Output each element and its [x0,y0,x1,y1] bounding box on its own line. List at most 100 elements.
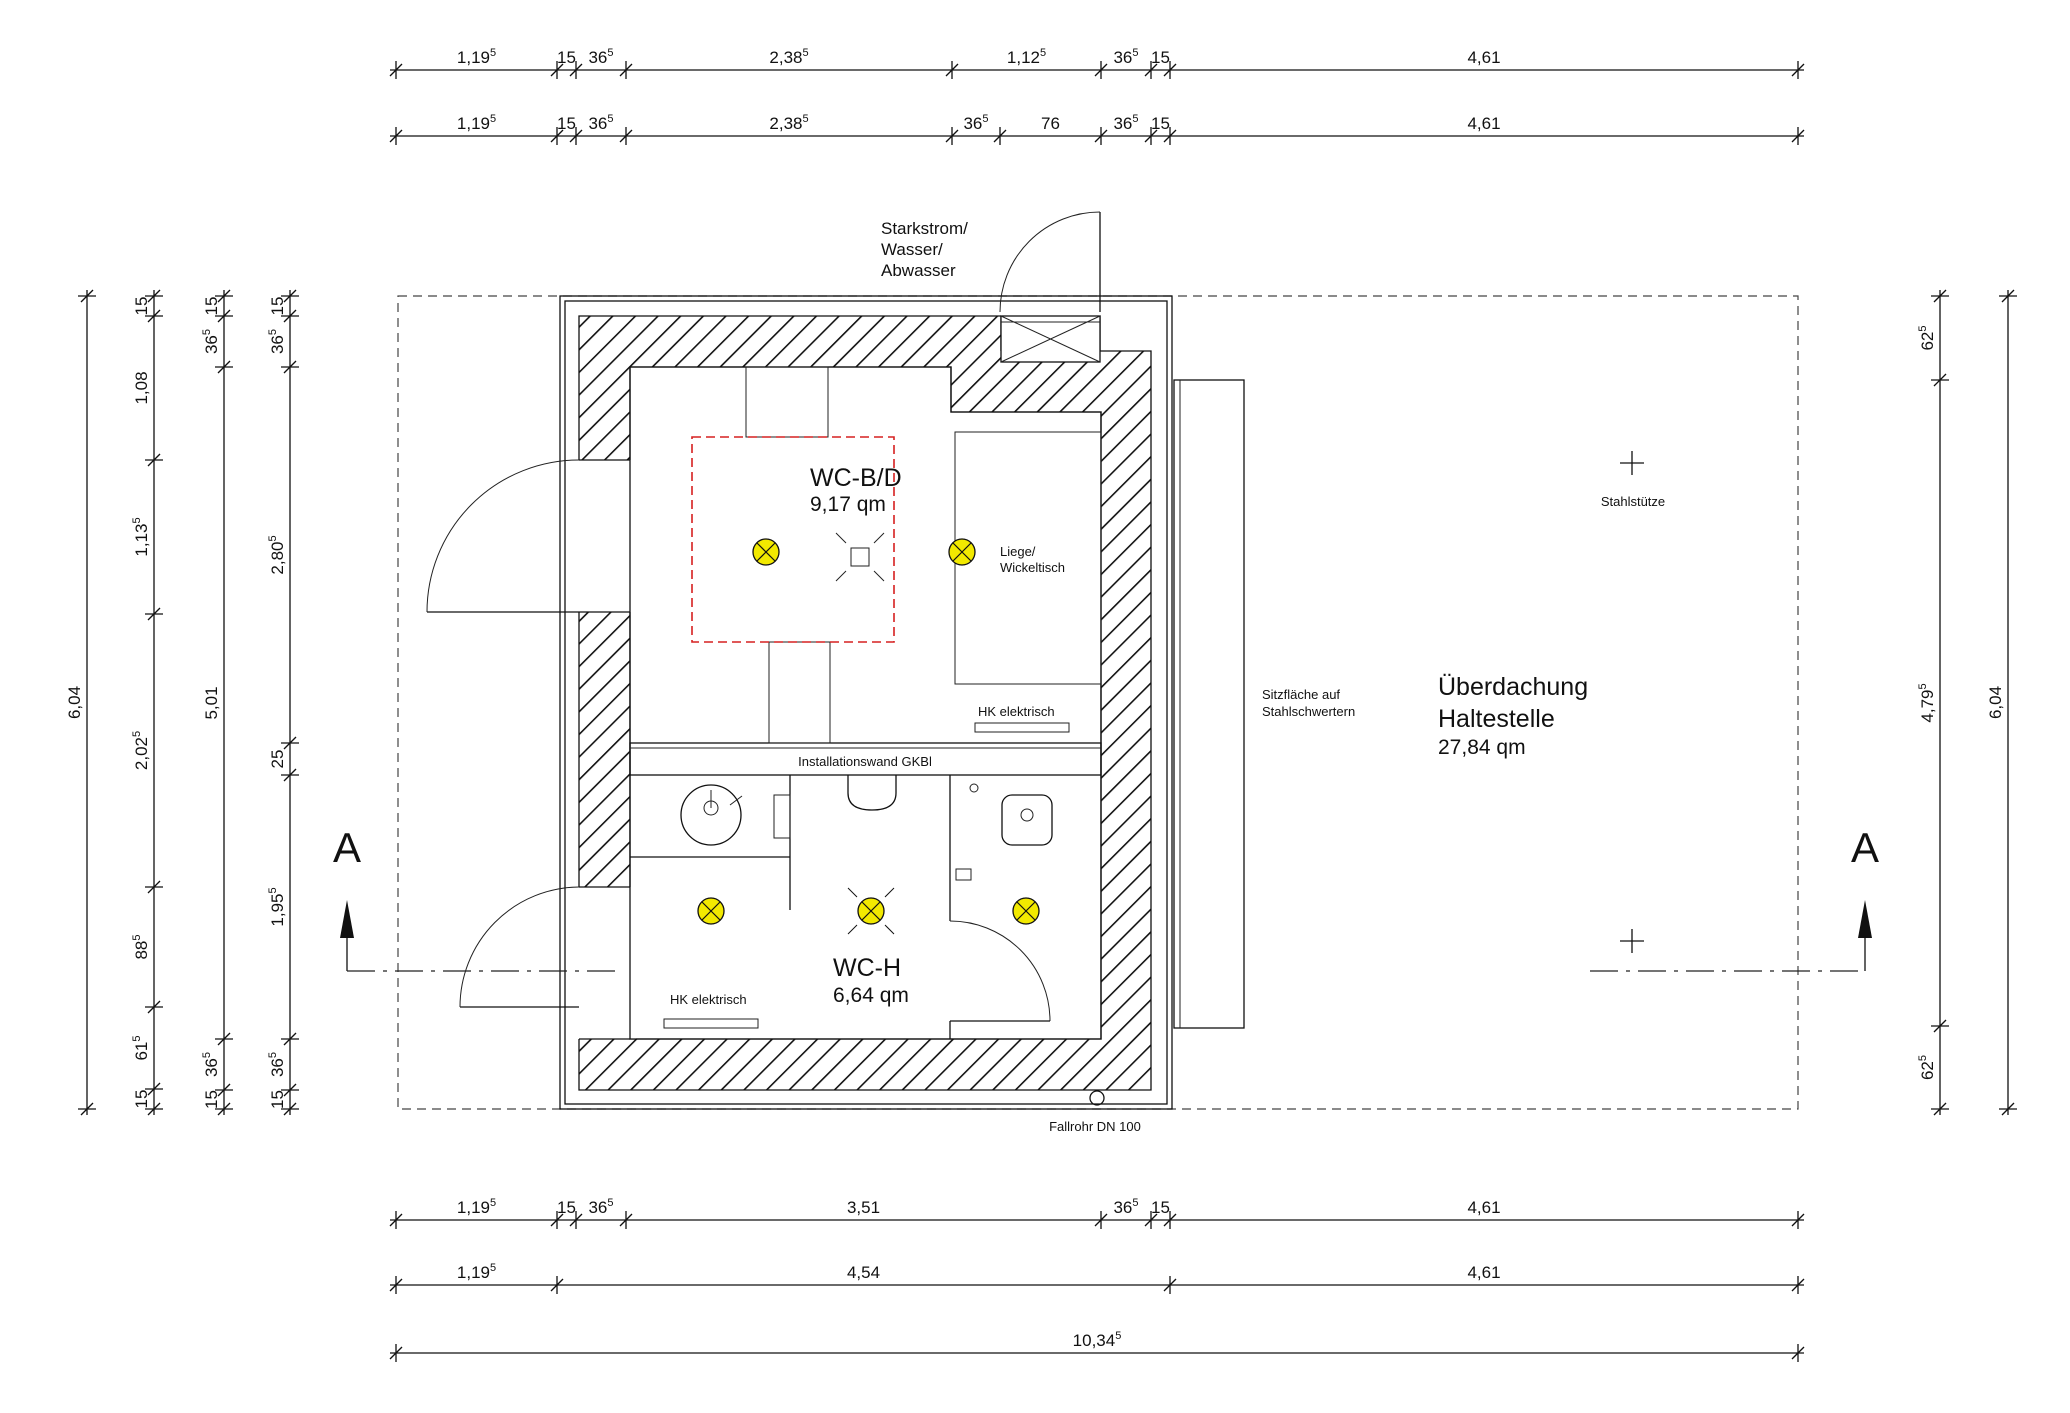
dimension-label: 4,61 [1467,48,1500,67]
dimension-label: 365 [267,329,287,354]
dimension-chain-bottom-1: 1,195 15 365 3,51 365 15 4,61 [389,1197,1805,1229]
dimension-label: 15 [132,1090,151,1109]
dimension-label: 2,805 [267,535,287,574]
steel-column-icon [1620,451,1644,475]
section-label-left: A [333,824,361,871]
dimension-label: 3,51 [847,1198,880,1217]
dimension-label: 1,195 [457,1197,496,1217]
ceiling-light-icon [1012,897,1040,925]
supply-label-1: Starkstrom/ [881,219,968,238]
toilet-icon-wcbd [955,783,1053,881]
supply-label-2: Wasser/ [881,240,943,259]
dimension-label: 625 [1917,1055,1937,1080]
toilet-icon-wch [847,775,897,811]
dimension-label: 1,195 [457,113,496,133]
ceiling-light-icon [847,887,895,935]
ceiling-light-icon [752,538,780,566]
downpipe-icon [1089,1090,1105,1106]
wall-opening-upper [574,460,636,612]
dimension-label: 365 [201,1052,221,1077]
wall-opening-supply [1001,312,1100,362]
dimension-label: 6,04 [1986,686,2005,719]
dimension-label: 76 [1041,114,1060,133]
dimension-label: 625 [1917,325,1937,350]
section-marker-right [1858,900,1872,971]
room-name-wcbd: WC-B/D [810,464,902,492]
section-label-right: A [1851,824,1879,871]
downpipe-label: Fallrohr DN 100 [1049,1119,1141,1134]
washbasin-shelf [773,794,791,839]
wc-h-door-swing [949,920,1051,1022]
room-name-wch: WC-H [833,954,901,982]
dimension-label: 15 [557,48,576,67]
steel-column-icon [1620,929,1644,953]
dimension-label: 15 [1151,114,1170,133]
dimension-label: 365 [267,1052,287,1077]
dimension-label: 4,54 [847,1263,880,1282]
changing-table-label-1: Liege/ [1000,544,1036,559]
dimension-label: 2,025 [131,731,151,770]
dimension-label: 365 [1113,113,1138,133]
ceiling-light-icon [948,538,976,566]
canopy-area: 27,84 qm [1438,736,1526,759]
dimension-label: 1,125 [1007,47,1046,67]
wall-opening-lower [574,887,636,1039]
dimension-chain-left-1: 6,04 [65,289,96,1116]
dimension-label: 4,795 [1917,683,1937,722]
dimension-label: 365 [1113,1197,1138,1217]
dimension-label: 365 [963,113,988,133]
dimension-label: 15 [1151,1198,1170,1217]
room-area-wcbd: 9,17 qm [810,493,886,516]
dimension-label: 5,01 [202,686,221,719]
dimension-label: 15 [557,1198,576,1217]
dimension-label: 365 [588,1197,613,1217]
dimension-chain-right-2: 6,04 [1986,289,2017,1116]
building-outline [564,300,1168,1105]
dimension-label: 15 [132,297,151,316]
building-plinth [559,295,1173,1110]
dimension-label: 1,955 [267,887,287,926]
dimension-label: 15 [557,114,576,133]
dimension-chain-bottom-total: 10,345 [389,1330,1805,1362]
bench-label-1: Sitzfläche auf [1262,687,1340,702]
heater-label-lower: HK elektrisch [670,992,747,1007]
ceiling-duct-upper [745,366,829,438]
dimension-label: 1,195 [457,47,496,67]
canopy-label-2: Haltestelle [1438,705,1555,733]
dimension-label: 885 [131,934,151,959]
dimension-label: 1,195 [457,1262,496,1282]
dimension-label: 365 [201,329,221,354]
dimension-label: 2,385 [769,113,808,133]
dimension-label: 1,08 [132,371,151,404]
canopy-label-1: Überdachung [1438,673,1588,701]
dimension-label: 6,04 [65,686,84,719]
heater-label-upper: HK elektrisch [978,704,1055,719]
dimension-label: 4,61 [1467,1198,1500,1217]
changing-table-label-2: Wickeltisch [1000,560,1065,575]
dimension-label: 15 [268,297,287,316]
installation-wall-label: Installationswand GKBl [798,754,932,769]
dimension-label: 4,61 [1467,114,1500,133]
entrance-door-upper [426,459,580,613]
section-marker-left [340,900,354,971]
washbasin-icon [680,784,743,846]
dimension-label: 2,385 [769,47,808,67]
dimension-chain-left-4: 15 365 2,805 25 1,955 365 15 [267,289,299,1116]
dimension-label: 15 [202,1090,221,1109]
dimension-label: 25 [268,750,287,769]
dimension-label: 15 [1151,48,1170,67]
supply-shaft [1000,315,1101,363]
entrance-door-lower [459,886,580,1008]
bench-label-2: Stahlschwertern [1262,704,1355,719]
dimension-label: 15 [268,1090,287,1109]
ventilation-icon [835,532,885,582]
dimension-label: 365 [588,47,613,67]
supply-door [999,211,1101,313]
dimension-label: 1,135 [131,517,151,556]
